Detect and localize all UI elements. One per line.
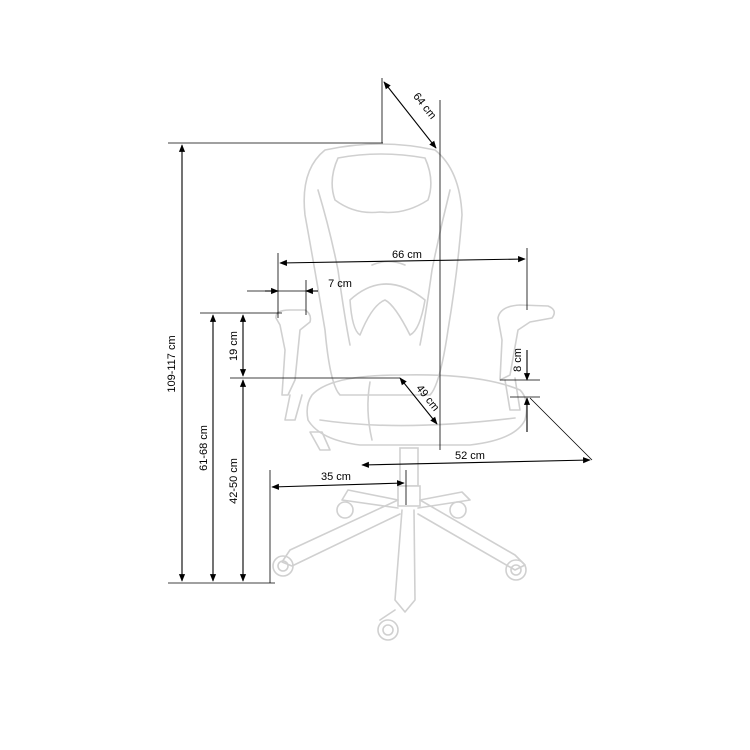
total-height-label: 109-117 cm bbox=[166, 335, 178, 392]
overall-width-label: 66 cm bbox=[392, 249, 422, 261]
seat-height-label: 42-50 cm bbox=[228, 458, 240, 504]
right-armrest-support bbox=[504, 377, 521, 411]
seat-stitch-line bbox=[367, 381, 373, 441]
base-leg-left bbox=[281, 499, 401, 567]
headrest-curve bbox=[371, 260, 406, 266]
caster-left-hub bbox=[277, 560, 289, 572]
left-armrest bbox=[275, 309, 312, 396]
caster-front-fork bbox=[379, 609, 396, 621]
office-chair-illustration bbox=[272, 143, 556, 641]
overall-width-dimension bbox=[279, 256, 526, 266]
total-depth-label: 64 cm bbox=[410, 91, 438, 122]
backrest-right-stripe bbox=[419, 189, 451, 346]
backrest-chevron bbox=[349, 283, 426, 336]
base-leg-front bbox=[394, 509, 416, 613]
seat-cushion bbox=[306, 373, 528, 446]
tilt-lever bbox=[309, 431, 331, 451]
caster-left bbox=[272, 555, 294, 577]
left-armrest-support bbox=[284, 394, 303, 421]
armrest-width-label: 7 cm bbox=[328, 278, 352, 290]
seat-width-dimension bbox=[361, 457, 591, 468]
armrest-thickness-label: 8 cm bbox=[512, 348, 524, 372]
gas-lift-upper bbox=[399, 447, 419, 487]
base-leg-right bbox=[417, 499, 526, 571]
backrest bbox=[303, 143, 463, 396]
armrest-height-label: 61-68 cm bbox=[198, 425, 210, 471]
right-armrest bbox=[497, 304, 556, 381]
caster-right bbox=[505, 559, 527, 581]
gas-lift-lower bbox=[397, 485, 421, 507]
base-leg-back-left bbox=[341, 489, 399, 509]
caster-back-right bbox=[449, 501, 467, 519]
backrest-inner-panel bbox=[331, 153, 432, 214]
seat-front-edge bbox=[319, 417, 516, 427]
caster-front bbox=[377, 619, 399, 641]
seat-width-diagonal-extension bbox=[529, 397, 593, 461]
backrest-left-stripe bbox=[317, 189, 351, 346]
total-depth-dimension bbox=[383, 81, 437, 149]
seat-depth-label: 49 cm bbox=[413, 383, 441, 414]
caster-front-hub bbox=[382, 624, 394, 636]
seat-depth-dimension bbox=[399, 377, 438, 425]
dimension-lines bbox=[168, 78, 593, 584]
base-radius-dimension bbox=[271, 480, 405, 490]
backrest-above-seat-label: 19 cm bbox=[228, 331, 240, 361]
base-radius-label: 35 cm bbox=[321, 471, 351, 483]
caster-right-hub bbox=[510, 564, 522, 576]
caster-back-left bbox=[336, 501, 354, 519]
base-leg-back-right bbox=[417, 491, 471, 509]
seat-width-label: 52 cm bbox=[455, 450, 485, 462]
